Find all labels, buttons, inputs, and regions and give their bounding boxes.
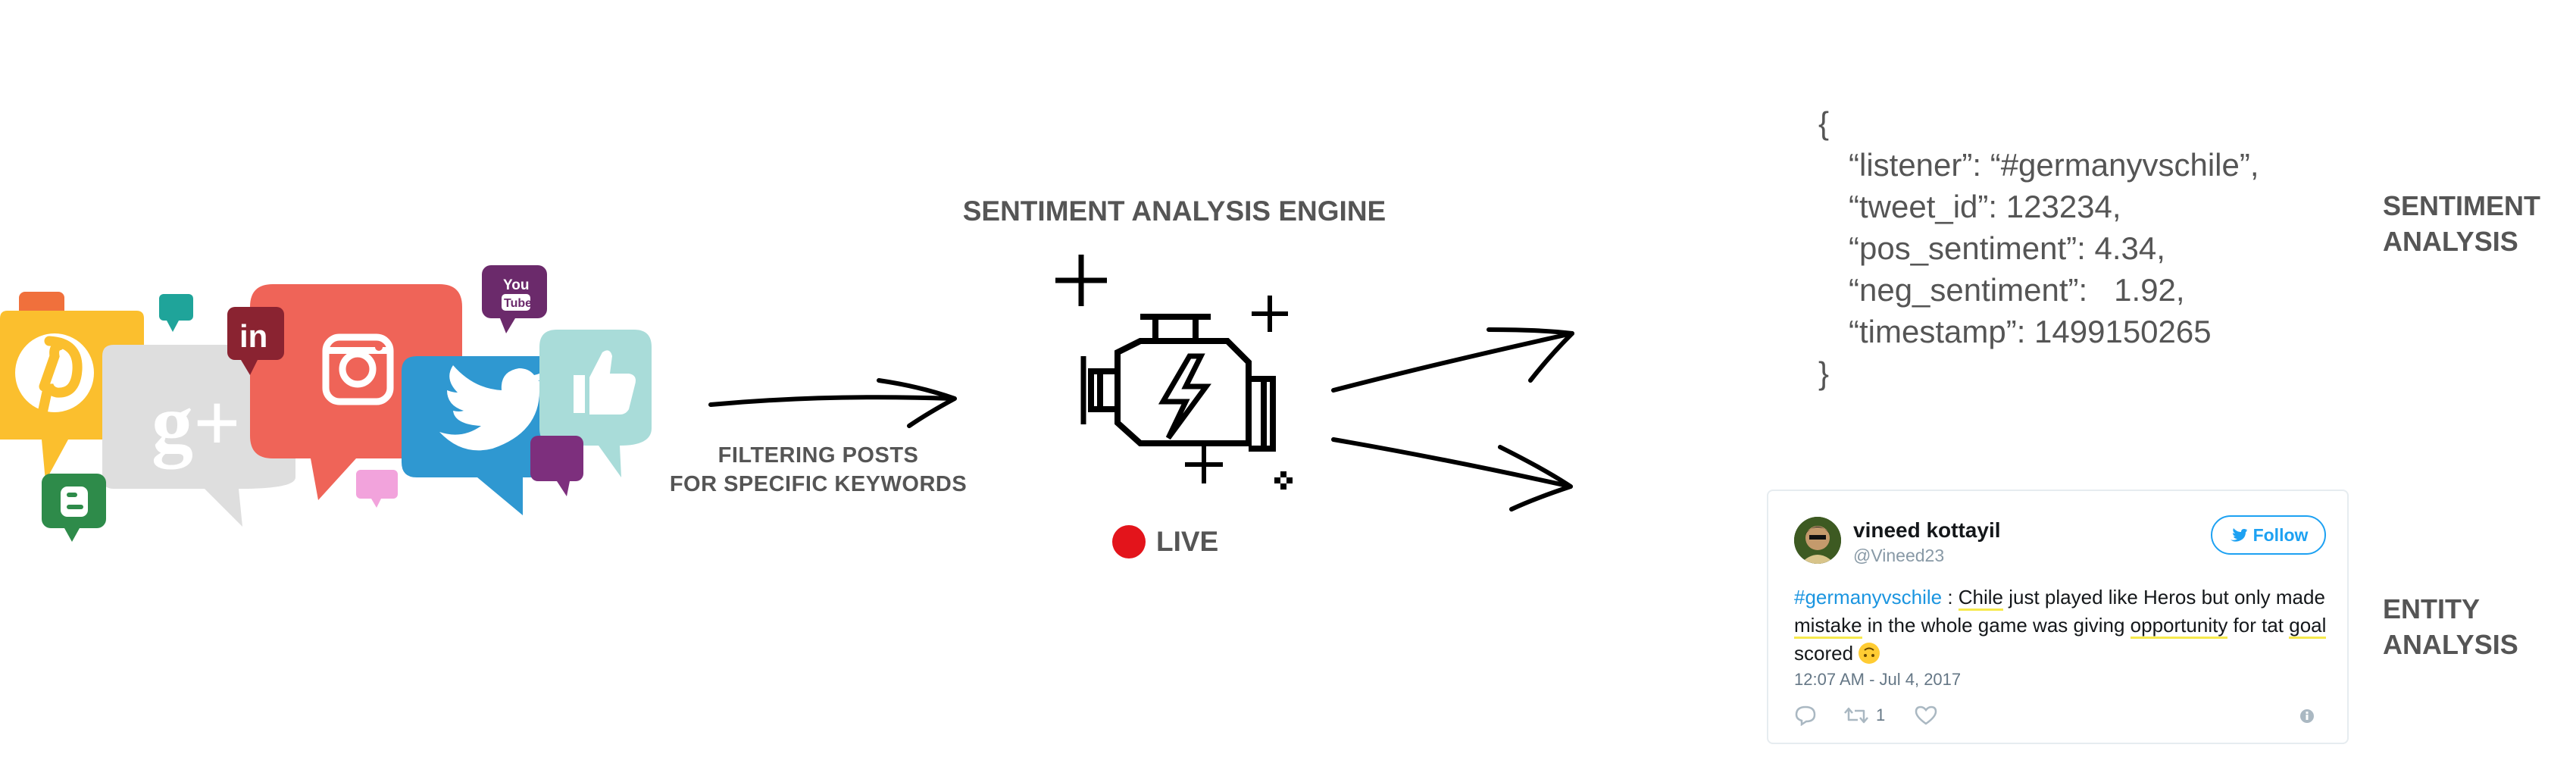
youtube-icon: You Tube bbox=[482, 265, 547, 333]
sentiment-analysis-label: SENTIMENT ANALYSIS bbox=[2383, 188, 2540, 259]
json-output: { “listener”: “#germanyvschile”, “tweet_… bbox=[1818, 102, 2259, 394]
follow-button[interactable]: Follow bbox=[2211, 515, 2326, 555]
svg-text:in: in bbox=[239, 318, 267, 354]
tweet-card: vineed kottayil @Vineed23 Follow #german… bbox=[1767, 490, 2349, 744]
svg-text:Tube: Tube bbox=[504, 297, 532, 310]
social-media-cluster: g+ in You Tube bbox=[0, 250, 667, 553]
avatar[interactable] bbox=[1794, 517, 1841, 564]
filter-arrow-icon bbox=[708, 378, 957, 428]
entity-mistake: mistake bbox=[1794, 614, 1862, 639]
upside-down-face-emoji-icon bbox=[1859, 643, 1880, 664]
engine-title: SENTIMENT ANALYSIS ENGINE bbox=[962, 196, 1386, 227]
purple-bubble-icon bbox=[530, 436, 583, 496]
live-label: LIVE bbox=[1156, 526, 1219, 557]
output-arrows-icon bbox=[1331, 327, 1574, 512]
tweet-author-handle[interactable]: @Vineed23 bbox=[1853, 546, 1945, 565]
sentiment-label-line-2: ANALYSIS bbox=[2383, 226, 2518, 257]
tweet-text-segment: for tat bbox=[2227, 614, 2290, 637]
tweet-timestamp[interactable]: 12:07 AM - Jul 4, 2017 bbox=[1794, 670, 1962, 689]
follow-label: Follow bbox=[2252, 524, 2309, 545]
google-plus-icon: g+ bbox=[102, 345, 295, 527]
info-icon[interactable] bbox=[2299, 708, 2315, 724]
live-indicator: LIVE bbox=[1112, 525, 1218, 558]
tweet-hashtag-link[interactable]: #germanyvschile bbox=[1794, 586, 1943, 608]
json-line-tweet-id: “tweet_id”: 123234, bbox=[1849, 189, 2121, 224]
twitter-bird-icon bbox=[2230, 528, 2247, 542]
svg-text:g+: g+ bbox=[152, 377, 241, 469]
json-line-pos-sentiment: “pos_sentiment”: 4.34, bbox=[1849, 230, 2165, 266]
entity-chile: Chile bbox=[1958, 586, 2004, 611]
tweet-author-name[interactable]: vineed kottayil bbox=[1853, 518, 2001, 542]
entity-analysis-label: ENTITY ANALYSIS bbox=[2383, 591, 2518, 662]
json-close-brace: } bbox=[1818, 355, 1830, 391]
live-dot-icon bbox=[1112, 525, 1146, 558]
json-line-neg-sentiment: “neg_sentiment”: 1.92, bbox=[1849, 272, 2185, 308]
tweet-text-segment: just played like Heros but only made bbox=[2003, 586, 2325, 608]
blogger-icon bbox=[42, 474, 106, 542]
teal-bubble-icon bbox=[159, 294, 193, 332]
pink-bubble-icon bbox=[356, 470, 398, 508]
entity-opportunity: opportunity bbox=[2130, 614, 2228, 639]
json-open-brace: { bbox=[1818, 105, 1830, 141]
reply-icon[interactable] bbox=[1794, 705, 1817, 726]
tweet-text-segment: in the whole game was giving bbox=[1862, 614, 2131, 637]
like-heart-icon[interactable] bbox=[1914, 705, 1938, 726]
tweet-text-segment: : bbox=[1942, 586, 1959, 608]
filter-label-line-2: FOR SPECIFIC KEYWORDS bbox=[669, 472, 968, 496]
retweet-count: 1 bbox=[1876, 705, 1886, 724]
engine-icon bbox=[1055, 255, 1293, 490]
entity-goal: goal bbox=[2289, 614, 2327, 639]
linkedin-icon: in bbox=[227, 307, 284, 375]
tweet-actions: 1 bbox=[1794, 705, 1964, 726]
json-line-timestamp: “timestamp”: 1499150265 bbox=[1849, 314, 2212, 349]
sentiment-label-line-1: SENTIMENT bbox=[2383, 190, 2541, 221]
twitter-icon bbox=[402, 356, 561, 515]
entity-label-line-1: ENTITY bbox=[2383, 593, 2481, 624]
svg-text:You: You bbox=[503, 277, 529, 293]
tweet-text: #germanyvschile : Chile just played like… bbox=[1794, 583, 2332, 668]
json-line-listener: “listener”: “#germanyvschile”, bbox=[1849, 147, 2259, 183]
filter-label-line-1: FILTERING POSTS bbox=[717, 443, 919, 468]
entity-label-line-2: ANALYSIS bbox=[2383, 629, 2518, 660]
retweet-icon[interactable] bbox=[1843, 705, 1870, 726]
tweet-text-segment: scored bbox=[1794, 642, 1854, 665]
